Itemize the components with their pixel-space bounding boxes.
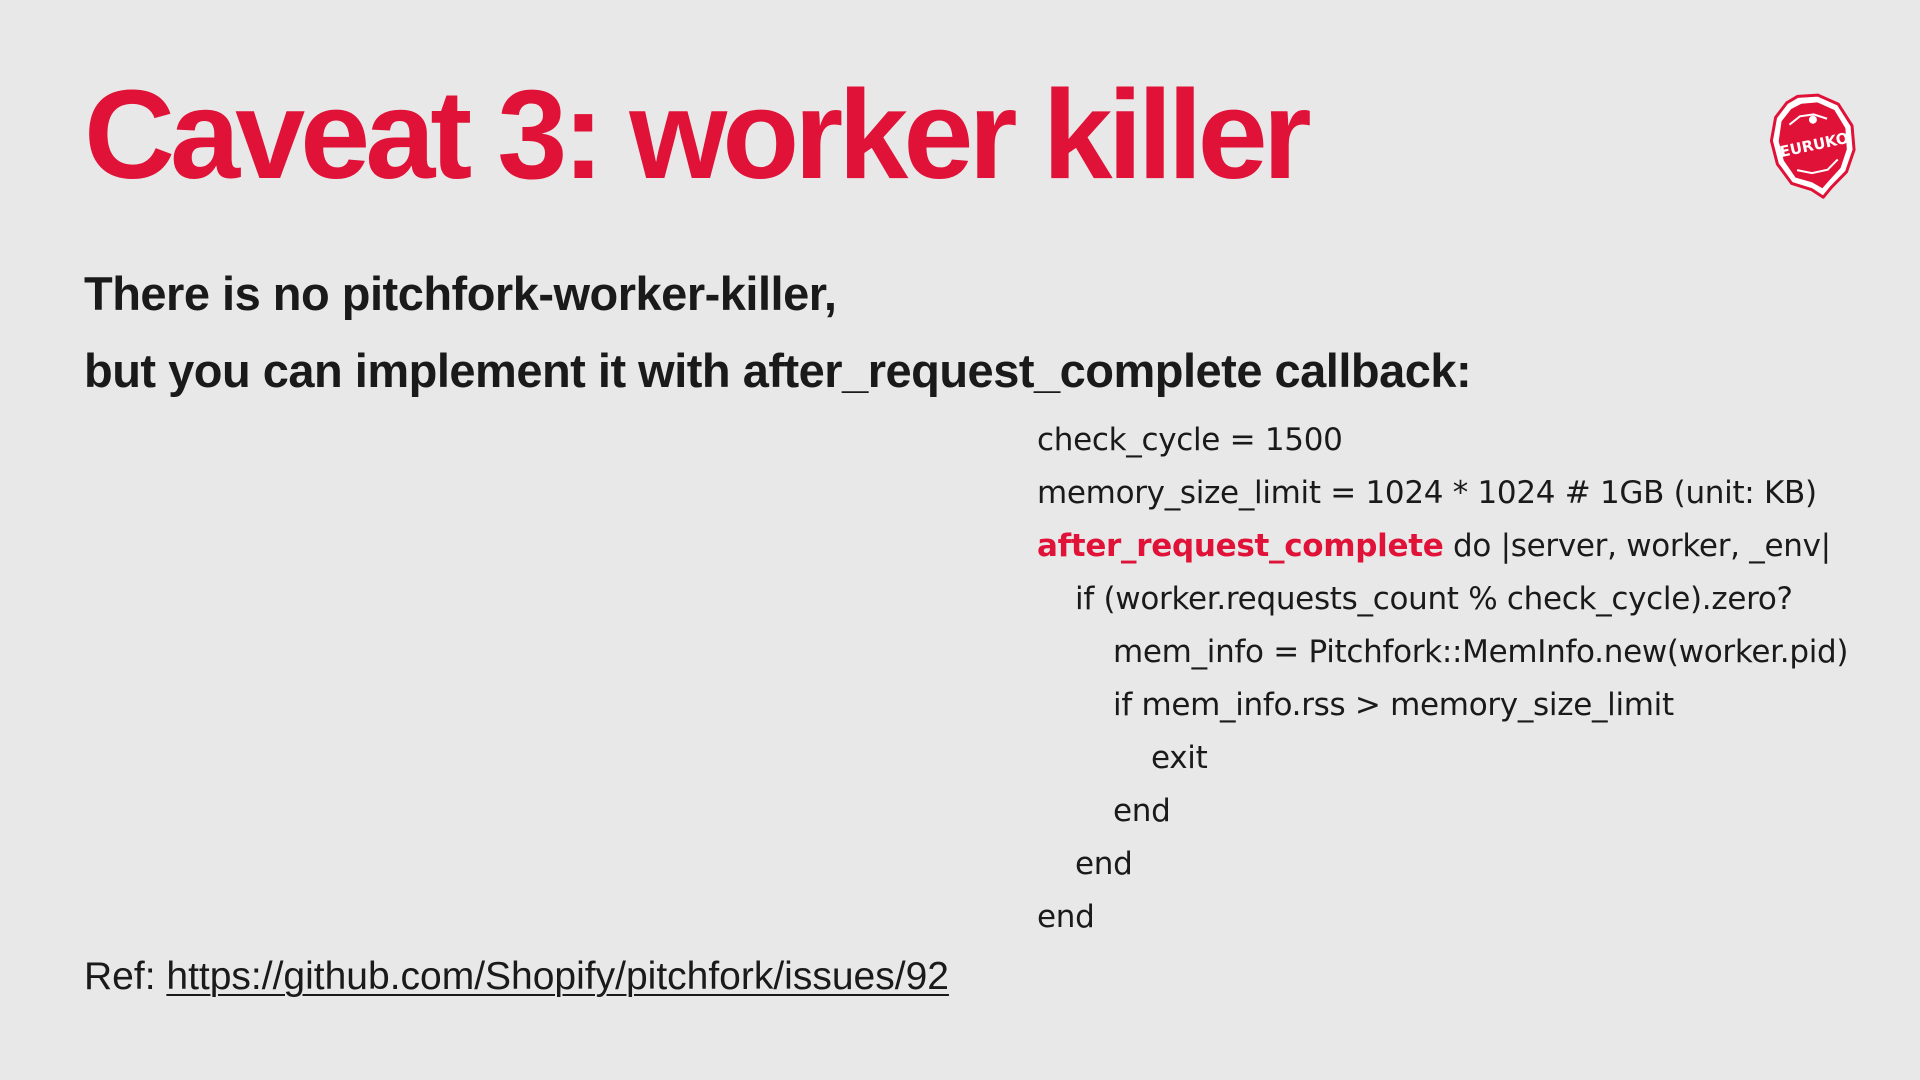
reference-label: Ref: [84, 955, 167, 998]
code-line-4: if (worker.requests_count % check_cycle)… [1075, 581, 1793, 617]
code-line-7: exit [1151, 740, 1208, 776]
subtitle-line-2: but you can implement it with after_requ… [84, 344, 1472, 397]
code-line-5: mem_info = Pitchfork::MemInfo.new(worker… [1113, 634, 1849, 670]
code-line-1: check_cycle = 1500 [1037, 422, 1343, 458]
euruko-logo-icon: EURUKO [1769, 88, 1858, 200]
subtitle-line-1: There is no pitchfork-worker-killer, [84, 267, 837, 320]
reference-link[interactable]: https://github.com/Shopify/pitchfork/iss… [166, 955, 949, 998]
reference: Ref: https://github.com/Shopify/pitchfor… [84, 952, 949, 1002]
code-keyword: after_request_complete [1037, 528, 1444, 564]
slide-title: Caveat 3: worker killer [84, 64, 1312, 205]
code-line-8: end [1113, 793, 1171, 829]
code-line-9: end [1075, 846, 1133, 882]
code-line-6: if mem_info.rss > memory_size_limit [1113, 687, 1674, 723]
code-line-3: after_request_complete do |server, worke… [1037, 520, 1848, 573]
code-block: check_cycle = 1500 memory_size_limit = 1… [1037, 414, 1849, 944]
code-line-10: end [1037, 899, 1095, 935]
code-line-2: memory_size_limit = 1024 * 1024 # 1GB (u… [1037, 475, 1817, 511]
code-line-3-rest: do |server, worker, _env| [1443, 528, 1831, 564]
